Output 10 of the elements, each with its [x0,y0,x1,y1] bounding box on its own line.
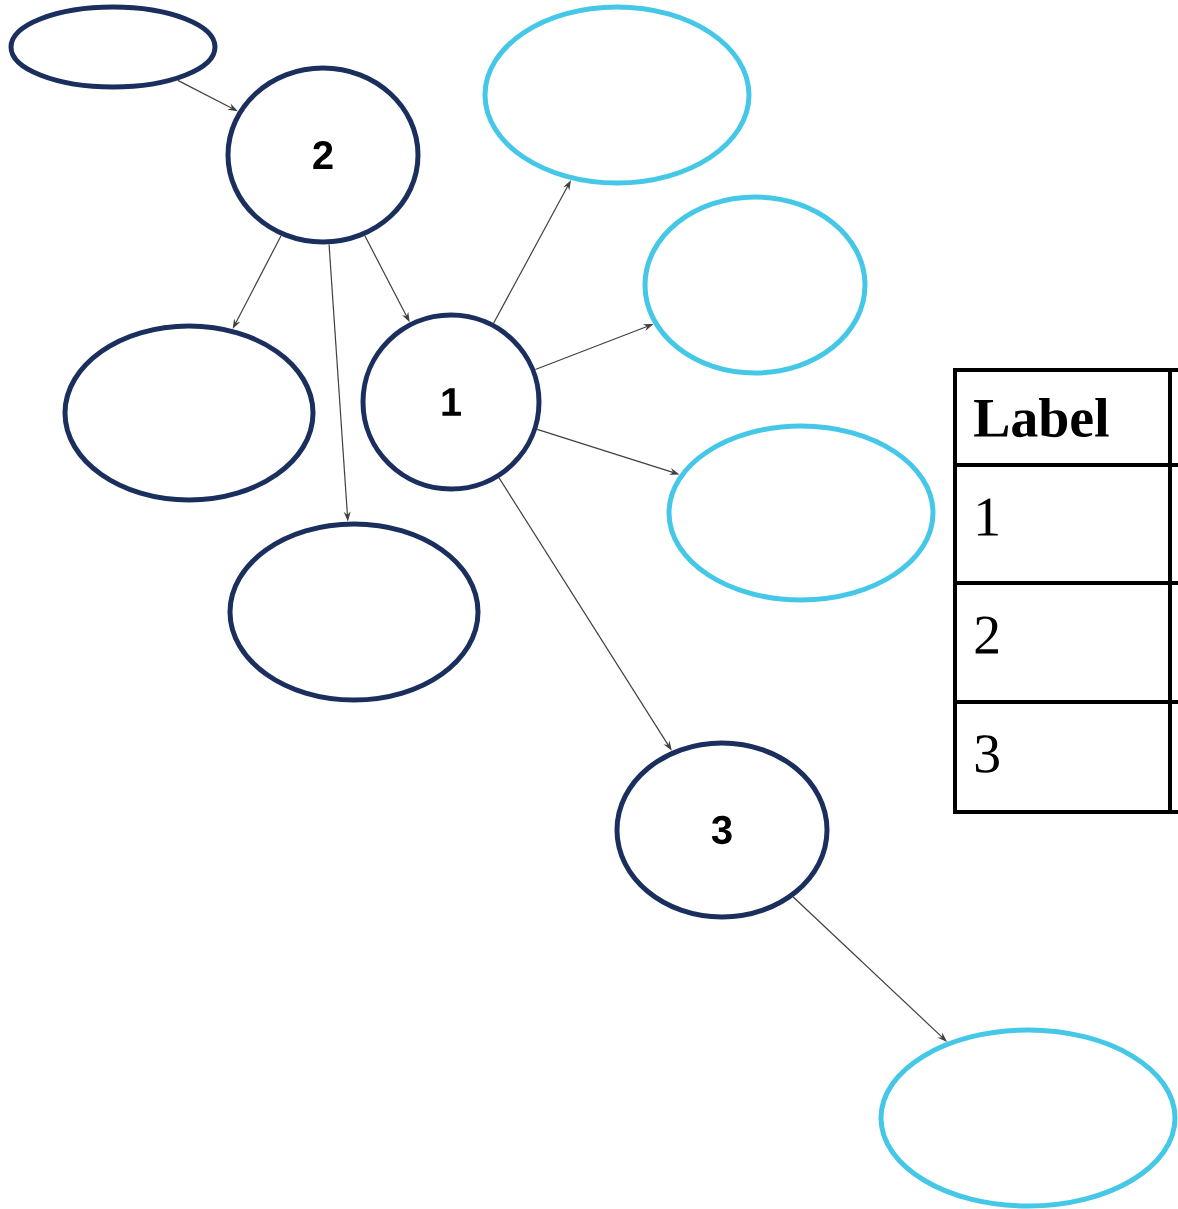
table-header: Label [974,397,1109,438]
empty-ellipse [227,521,481,703]
empty-ellipse [8,4,218,90]
row-label: 3 [975,735,999,773]
empty-ellipse [482,4,752,186]
empty-ellipse [62,323,316,503]
row-label: 2 [975,616,998,654]
empty-ellipse [878,1027,1178,1209]
empty-ellipse [642,194,868,376]
empty-ellipse [666,423,936,603]
